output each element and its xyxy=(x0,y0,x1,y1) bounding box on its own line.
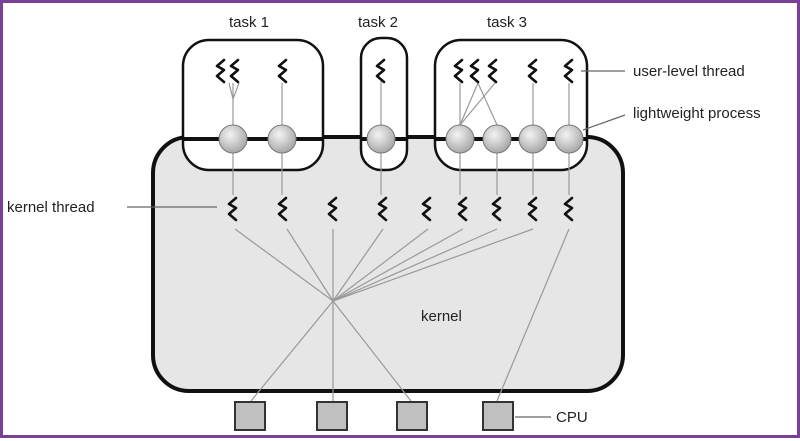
cpu-box xyxy=(234,401,266,431)
scheduler-lines xyxy=(234,228,570,402)
user-level-thread-label: user-level thread xyxy=(633,63,745,80)
task2-label: task 2 xyxy=(358,14,398,31)
lwp-circle xyxy=(445,124,475,154)
lwp-circle xyxy=(482,124,512,154)
lightweight-process-label: lightweight process xyxy=(633,105,761,122)
lwp-circle xyxy=(554,124,584,154)
kernel-box xyxy=(151,135,625,393)
task1-box xyxy=(181,38,325,172)
cpus xyxy=(234,401,514,431)
cpu-box xyxy=(396,401,428,431)
thread-model-diagram: task 1 task 2 task 3 user-level thread l… xyxy=(7,14,761,431)
lwp-to-kernel-thread-lines xyxy=(232,153,570,195)
cpu-label: CPU xyxy=(556,409,588,426)
kernel-label: kernel xyxy=(421,308,462,325)
cpu-box xyxy=(482,401,514,431)
lwp-circle xyxy=(218,124,248,154)
lwp-circle xyxy=(366,124,396,154)
task1-label: task 1 xyxy=(229,14,269,31)
lightweight-processes xyxy=(218,124,584,154)
label-pointers xyxy=(127,70,626,418)
lwp-circle xyxy=(267,124,297,154)
task3-label: task 3 xyxy=(487,14,527,31)
kernel-thread-label: kernel thread xyxy=(7,199,95,216)
user-thread-to-lwp-lines xyxy=(228,81,570,126)
cpu-box xyxy=(316,401,348,431)
lwp-circle xyxy=(518,124,548,154)
